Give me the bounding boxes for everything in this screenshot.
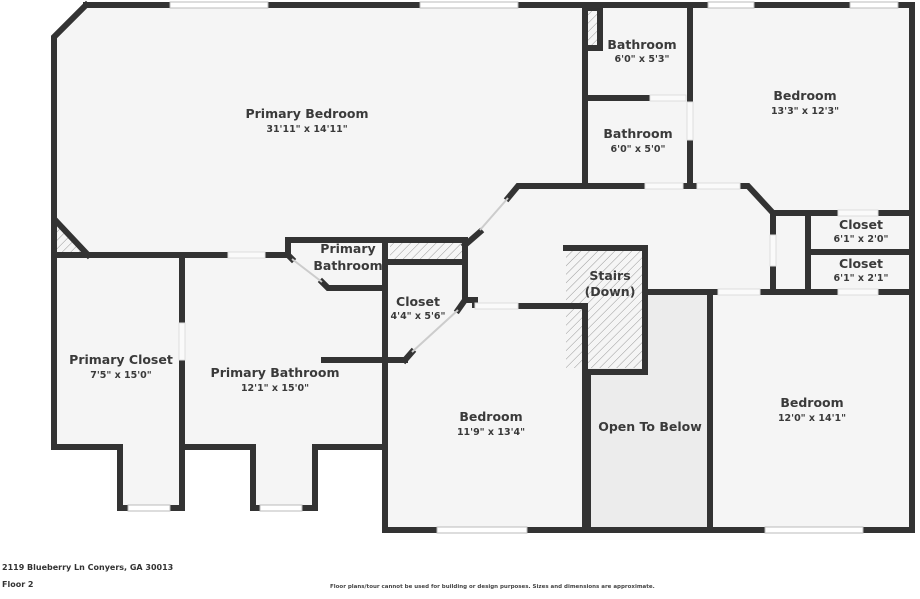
room-dimensions: 12'0" x 14'1"	[778, 413, 846, 424]
stairs-label: (Down)	[585, 284, 636, 299]
room-dimensions: 6'1" x 2'1"	[834, 273, 889, 284]
room-name: Primary Bathroom	[211, 365, 340, 380]
door-openings	[178, 94, 879, 361]
diagonal-door-openings	[291, 197, 509, 353]
room-dimensions: 6'1" x 2'0"	[834, 234, 889, 245]
room-name: Closet	[839, 217, 883, 232]
room-dimensions: 6'0" x 5'0"	[611, 144, 666, 155]
room-dimensions: 6'0" x 5'3"	[615, 54, 670, 65]
room-name: Bedroom	[780, 395, 843, 410]
room-dimensions: 31'11" x 14'11"	[266, 124, 347, 135]
floor-label: Floor 2	[2, 580, 34, 589]
room-name: Bedroom	[773, 88, 836, 103]
disclaimer: Floor plans/tour cannot be used for buil…	[330, 584, 655, 590]
stairs-label: Stairs	[589, 268, 630, 283]
room-dimensions: 7'5" x 15'0"	[90, 370, 152, 381]
room-name: Primary	[320, 241, 375, 256]
room-dimensions: 11'9" x 13'4"	[457, 427, 525, 438]
room-name: Primary Bedroom	[245, 106, 368, 121]
room-name: Bathroom	[313, 258, 382, 273]
room-labels: Primary Bedroom 31'11" x 14'11" Bathroom…	[69, 37, 888, 438]
floor-fill	[54, 5, 912, 530]
room-name: Bathroom	[607, 37, 676, 52]
room-dimensions: 12'1" x 15'0"	[241, 383, 309, 394]
room-name: Bedroom	[459, 409, 522, 424]
room-dimensions: 13'3" x 12'3"	[771, 106, 839, 117]
room-dimensions: 4'4" x 5'6"	[391, 311, 446, 322]
room-name: Primary Closet	[69, 352, 173, 367]
open-to-below-label: Open To Below	[598, 419, 702, 434]
room-name: Closet	[396, 294, 440, 309]
floor-plan: Primary Bedroom 31'11" x 14'11" Bathroom…	[51, 0, 915, 534]
room-name: Closet	[839, 256, 883, 271]
property-address: 2119 Blueberry Ln Conyers, GA 30013	[2, 563, 174, 572]
windows	[127, 1, 899, 534]
room-name: Bathroom	[603, 126, 672, 141]
